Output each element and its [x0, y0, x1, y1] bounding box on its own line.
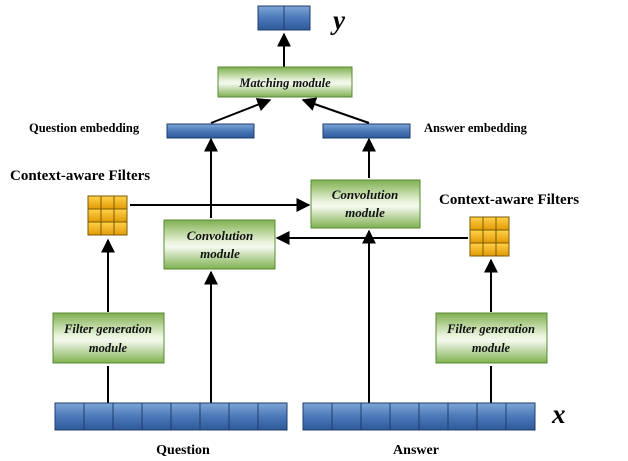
filter-generation-left-line2: module [89, 341, 128, 355]
filter-generation-left-line1: Filter generation [63, 322, 152, 336]
question-input-sequence [54, 402, 288, 431]
input-symbol: x [551, 399, 566, 429]
answer-embedding-label: Answer embedding [424, 121, 528, 135]
filter-generation-left-box [52, 312, 165, 364]
question-embedding-bar [166, 123, 255, 139]
filter-generation-right-line1: Filter generation [446, 322, 535, 336]
convolution-module-left-line1: Convolution [187, 228, 253, 243]
convolution-module-right-line1: Convolution [332, 187, 398, 202]
filter-grid-right [469, 216, 510, 257]
connectors [101, 32, 498, 403]
answer-label: Answer [393, 443, 439, 458]
output-vector [257, 5, 311, 31]
context-filters-right-title: Context-aware Filters [439, 192, 579, 208]
context-filters-left-title: Context-aware Filters [10, 168, 150, 184]
filter-generation-right-line2: module [472, 341, 511, 355]
answer-input-sequence [302, 402, 536, 431]
question-embedding-label: Question embedding [29, 121, 140, 135]
matching-module-label: Matching module [238, 76, 331, 90]
matching-module-box [217, 66, 353, 98]
filter-generation-right-box [435, 312, 548, 364]
answer-embedding-bar [322, 123, 411, 139]
arrow-qemb-to-matching [210, 98, 272, 124]
filter-grid-left [87, 195, 128, 236]
convolution-module-right-line2: module [345, 205, 385, 220]
convolution-module-left-line2: module [200, 246, 240, 261]
question-label: Question [156, 443, 210, 458]
arrow-aemb-to-matching [301, 97, 370, 124]
convolution-module-left-box [163, 219, 276, 270]
convolution-module-right-box [310, 179, 421, 229]
output-symbol: y [330, 5, 346, 35]
